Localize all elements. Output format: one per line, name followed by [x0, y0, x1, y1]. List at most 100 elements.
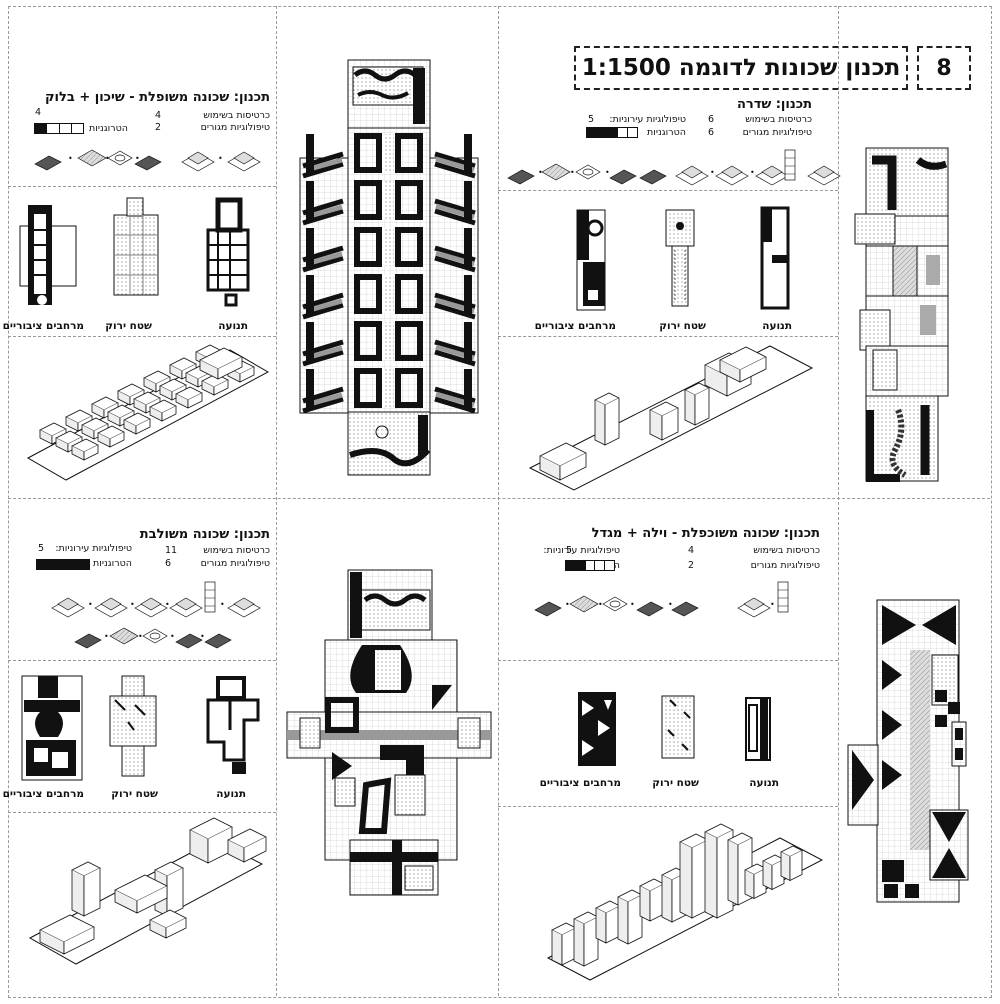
edge-block	[306, 181, 314, 221]
cards-label: כרטיסות בשימוש	[203, 545, 270, 556]
green-space-diagram	[113, 197, 159, 296]
movement-diagram	[760, 206, 790, 310]
cards-label: כרטיסות בשימוש	[745, 114, 812, 125]
card-separator: •	[598, 600, 603, 609]
mixing-value: 2	[688, 560, 695, 571]
card-round-mark	[149, 632, 161, 640]
card-separator: •	[200, 632, 205, 641]
iso-side	[762, 861, 773, 891]
public-space-label: מרחבים ציבוריים	[539, 777, 621, 789]
card-strip-icon	[671, 601, 699, 617]
iso-front	[109, 432, 125, 448]
cards-label: כרטיסות בשימוש	[753, 545, 820, 556]
urban-label: טיפולוגיות עירוניות:	[55, 543, 132, 554]
edge-block	[306, 322, 314, 362]
boulevard-plan	[854, 147, 949, 482]
iso-side	[595, 908, 607, 944]
iso-front	[559, 453, 587, 481]
iso-front	[243, 837, 267, 863]
movement-label: תנועה	[749, 777, 779, 789]
sheet-frame	[8, 6, 992, 998]
movement-label: תנועה	[218, 320, 248, 332]
row-divider	[498, 336, 838, 337]
heterogeneity-bar	[36, 559, 90, 570]
column-divider	[276, 6, 277, 996]
green-space-label: שטח ירוק	[659, 320, 706, 332]
heterogeneity-cell	[58, 124, 71, 133]
urban-value: 5	[588, 114, 595, 125]
row-divider	[8, 186, 276, 187]
villa-tower-plan	[847, 599, 969, 903]
iso-front	[187, 393, 203, 409]
card-building-roof	[813, 165, 835, 179]
block-outline	[395, 180, 423, 220]
edge-block	[464, 134, 472, 174]
block-outline	[354, 180, 382, 220]
iso-side	[679, 842, 693, 919]
cards-value: 11	[165, 545, 178, 556]
block-outline	[395, 274, 423, 314]
page-number: 8	[917, 46, 971, 90]
card-diamond-icon	[77, 149, 107, 167]
hetero-label: הטרוגניות	[93, 558, 132, 569]
iso-front	[166, 868, 184, 917]
card-strip-icon	[609, 169, 637, 185]
heterogeneity-cell	[70, 124, 83, 133]
mixing-value: 6	[708, 127, 715, 138]
card-separator: •	[104, 632, 109, 641]
card-separator: •	[538, 168, 543, 177]
iso-front	[63, 927, 95, 955]
heterogeneity-cell	[616, 128, 627, 137]
edge-block	[464, 322, 472, 362]
iso-front	[661, 408, 679, 441]
iso-side	[551, 930, 563, 966]
cards-value: 6	[708, 114, 715, 125]
iso-front	[213, 380, 229, 396]
card-strip-icon	[534, 601, 562, 617]
row-divider	[8, 498, 990, 499]
block-outline	[354, 368, 382, 408]
mixing-label: טיפולוגיות מגורים	[200, 122, 270, 133]
neighborhood-plan-top	[299, 59, 479, 476]
card-tower-floors	[205, 589, 215, 607]
iso-front	[694, 388, 710, 426]
card-separator: •	[68, 154, 73, 163]
heterogeneity-cell	[46, 560, 58, 569]
page-title: תכנון שכונות לדוגמה 1:1500	[574, 46, 908, 90]
card-round-icon	[142, 628, 168, 644]
panel-title: תכנון: שכונה משוכפלת - וילה + מגדל	[591, 526, 820, 541]
iso-side	[780, 852, 791, 882]
panel-title: תכנון: שדרה	[736, 97, 812, 112]
iso-front	[604, 398, 620, 446]
block-outline	[395, 227, 423, 267]
heterogeneity-cell	[584, 561, 595, 570]
heterogeneity-cell	[37, 560, 47, 569]
iso-front	[217, 357, 243, 380]
heterogeneity-bar	[565, 560, 615, 571]
block-outline	[354, 227, 382, 267]
mixing-value: 2	[155, 122, 162, 133]
card-building-roof	[721, 165, 743, 179]
row-divider	[498, 190, 838, 191]
heterogeneity-cell	[606, 128, 617, 137]
card-separator: •	[105, 154, 110, 163]
panel-title: תכנון: שכונה משופלת - שיכון + בלוק	[44, 90, 270, 105]
green-space-diagram	[661, 695, 695, 759]
heterogeneity-cell	[67, 560, 79, 569]
green-space-diagram	[109, 675, 157, 777]
iso-front	[161, 406, 177, 422]
card-separator: •	[130, 600, 135, 609]
green-strip	[383, 228, 394, 266]
heterogeneity-cell	[604, 561, 614, 570]
card-building-roof	[140, 597, 162, 611]
card-round-mark	[114, 154, 126, 162]
edge-block	[306, 228, 314, 268]
card-tower-icon	[777, 581, 789, 613]
card-separator: •	[570, 168, 575, 177]
edge-block	[306, 369, 314, 409]
card-strip-icon	[204, 633, 232, 649]
public-space-diagram	[19, 205, 77, 305]
movement-diagram	[206, 197, 250, 307]
iso-front	[83, 445, 99, 461]
card-strip-icon	[134, 155, 162, 171]
